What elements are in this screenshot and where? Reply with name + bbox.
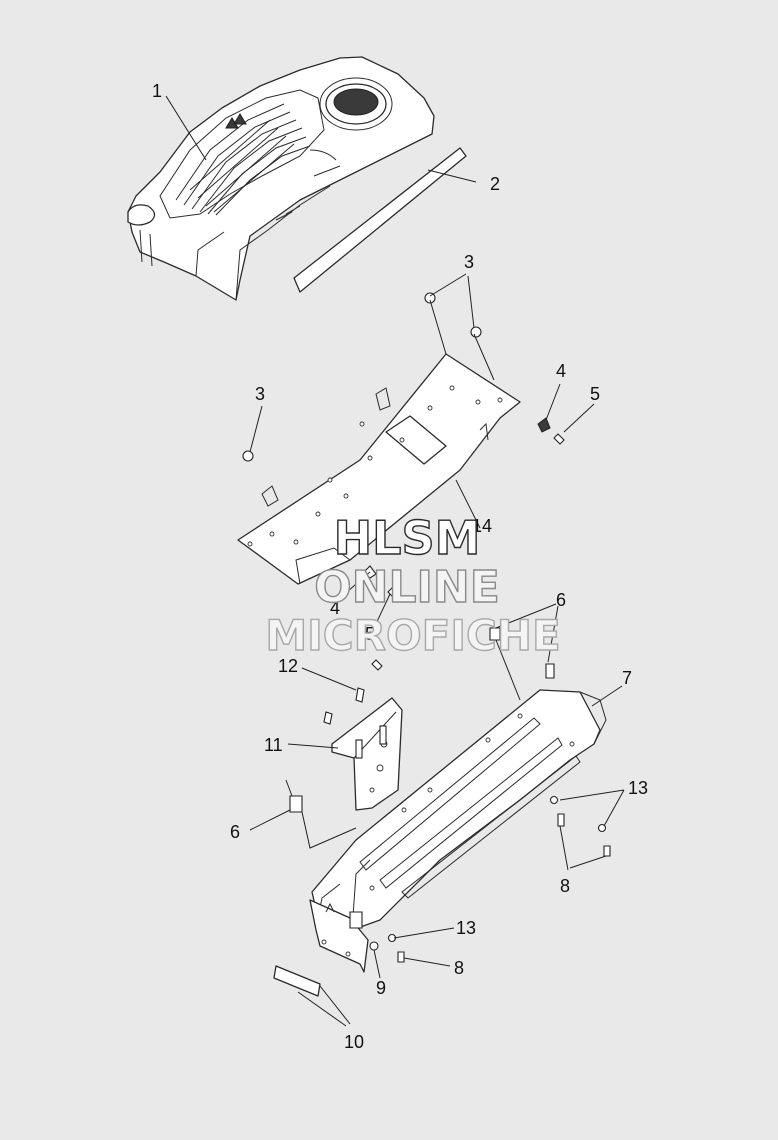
callout-11: 11 bbox=[264, 735, 283, 755]
watermark-line-3: MICROFICHE bbox=[265, 611, 560, 660]
callout-8-right: 8 bbox=[560, 876, 570, 896]
leader-lines bbox=[165, 95, 625, 1027]
washer-13-a bbox=[549, 795, 559, 805]
callout-9: 9 bbox=[376, 978, 386, 998]
callout-13-right: 13 bbox=[628, 778, 648, 798]
hood-grille-part bbox=[127, 56, 435, 301]
callout-4-upper: 4 bbox=[556, 361, 566, 381]
nut-9 bbox=[369, 941, 379, 951]
callout-5-upper: 5 bbox=[590, 384, 600, 404]
clip-4-upper bbox=[537, 417, 551, 433]
grille-slots bbox=[175, 103, 311, 216]
bolt-8-b bbox=[603, 845, 611, 857]
watermark-line-1: HLSM bbox=[334, 511, 481, 565]
callout-5-lower: 5 bbox=[365, 624, 375, 644]
callout-10: 10 bbox=[344, 1032, 364, 1052]
lower-main-plate bbox=[311, 689, 607, 931]
stud-6-right bbox=[545, 663, 555, 679]
callout-3-left: 3 bbox=[255, 384, 265, 404]
callout-6-upper: 6 bbox=[556, 590, 566, 610]
callout-8-lower: 8 bbox=[454, 958, 464, 978]
nut-3-upper-right bbox=[470, 326, 482, 338]
side-bracket bbox=[331, 697, 403, 811]
plate-holes bbox=[247, 385, 503, 547]
callout-14: 14 bbox=[472, 516, 492, 536]
plate-slots bbox=[359, 717, 581, 899]
nut-3-upper-left bbox=[424, 292, 436, 304]
callout-2: 2 bbox=[490, 174, 500, 194]
watermark-line-2: ONLINE bbox=[314, 562, 500, 613]
callout-3-upper: 3 bbox=[464, 252, 474, 272]
callout-13-lower: 13 bbox=[456, 918, 476, 938]
bolt-8-a bbox=[557, 813, 565, 827]
upper-mounting-plate bbox=[237, 353, 521, 585]
callout-12: 12 bbox=[278, 656, 298, 676]
callout-labels: 1 2 3 3 4 5 14 4 5 6 7 12 11 13 6 8 13 8… bbox=[152, 81, 648, 1052]
callout-4-lower: 4 bbox=[330, 598, 340, 618]
callout-7: 7 bbox=[622, 668, 632, 688]
nut-3-left bbox=[242, 450, 254, 462]
plate-label-area bbox=[385, 415, 447, 465]
stud-6-left bbox=[289, 795, 303, 813]
end-bracket bbox=[273, 899, 369, 997]
bolt-12-a bbox=[355, 687, 365, 703]
screw-5-lower bbox=[387, 587, 399, 599]
hardware-items bbox=[242, 292, 611, 963]
bolt-8-c bbox=[397, 951, 405, 963]
screw-5-upper bbox=[553, 433, 565, 445]
trim-strip-part bbox=[293, 147, 467, 293]
washer-13-b bbox=[597, 823, 607, 833]
screw-5-mid bbox=[371, 659, 383, 671]
callout-6-left: 6 bbox=[230, 822, 240, 842]
fuel-cap-ring bbox=[127, 204, 156, 226]
bolt-12-b bbox=[323, 711, 333, 725]
bushing bbox=[349, 911, 363, 929]
callout-1: 1 bbox=[152, 81, 162, 101]
watermark: HLSM ONLINE MICROFICHE bbox=[265, 510, 562, 660]
